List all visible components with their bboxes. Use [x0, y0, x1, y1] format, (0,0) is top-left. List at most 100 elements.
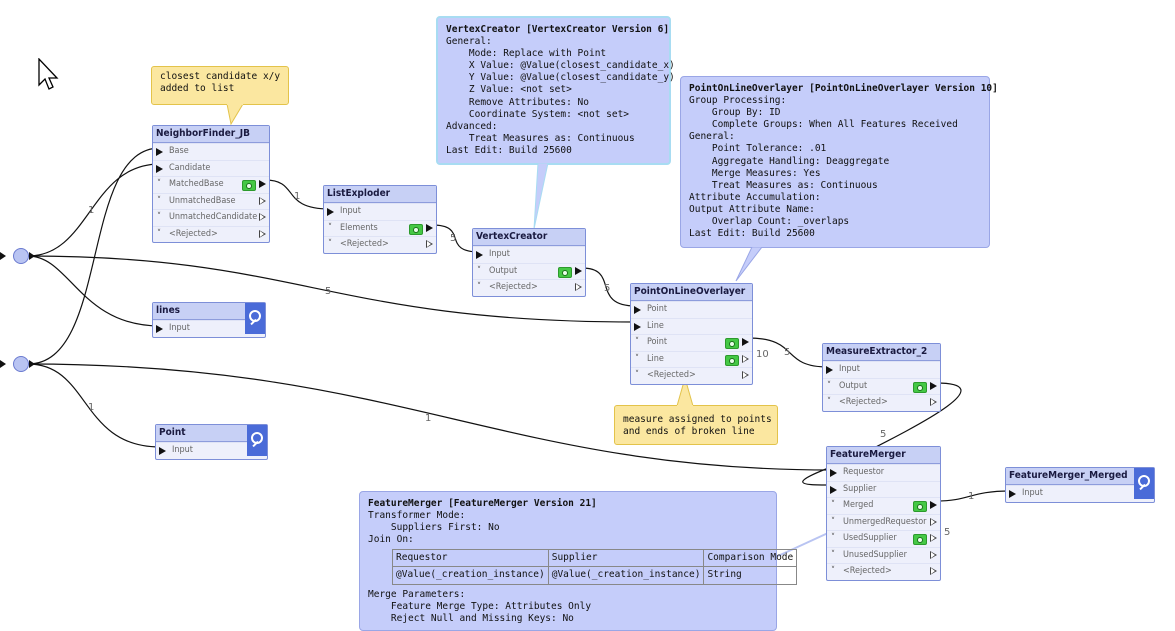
output-port-rejected[interactable]: ˅<Rejected> [153, 225, 269, 243]
input-port-line[interactable]: Line [631, 317, 752, 335]
input-port-input[interactable]: Input [324, 203, 436, 220]
output-arrow-icon[interactable] [930, 534, 937, 542]
output-arrow-icon[interactable] [930, 517, 937, 526]
transformer-measureextractor[interactable]: MeasureExtractor_2 Input ˅Output ˅<Rejec… [822, 343, 941, 412]
annotation-closest-candidate[interactable]: closest candidate x/y added to list [151, 66, 289, 105]
input-port-input[interactable]: Input [823, 361, 940, 378]
port-label: Input [340, 206, 361, 216]
arrow-icon [29, 360, 35, 368]
wire-junction2-requestor[interactable] [27, 363, 833, 471]
input-port-input[interactable]: Input [156, 442, 267, 459]
transformer-vertexcreator[interactable]: VertexCreator Input ˅Output ˅<Rejected> [472, 228, 586, 297]
output-port-unmatchedbase[interactable]: ˅UnmatchedBase [153, 192, 269, 210]
input-port-input[interactable]: Input [473, 246, 585, 263]
input-port-input[interactable]: Input [1006, 485, 1154, 502]
input-arrow-icon [634, 322, 641, 331]
input-port-input[interactable]: Input [153, 320, 265, 337]
output-port-rejected[interactable]: ˅<Rejected> [823, 394, 940, 411]
eye-icon[interactable] [725, 338, 739, 349]
output-port-output[interactable]: ˅Output [473, 262, 585, 280]
transformer-pointonlineoverlayer[interactable]: PointOnLineOverlayer Point Line ˅Point ˅… [630, 283, 753, 385]
wire-junction1-pointonline-line[interactable] [27, 255, 637, 323]
chevron-down-icon: ˅ [831, 516, 836, 527]
input-port-supplier[interactable]: Supplier [827, 480, 940, 498]
output-arrow-icon[interactable] [930, 567, 937, 575]
output-arrow-icon[interactable] [930, 381, 937, 390]
output-arrow-icon[interactable] [259, 196, 266, 205]
output-port-unusedsupplier[interactable]: ˅UnusedSupplier [827, 546, 940, 564]
eye-icon[interactable] [913, 381, 927, 393]
wire-junction2-base[interactable] [27, 147, 161, 365]
eye-icon[interactable] [913, 501, 927, 512]
output-port-rejected[interactable]: ˅<Rejected> [827, 563, 940, 580]
note-pointonline-params[interactable]: PointOnLineOverlayer [PointOnLineOverlay… [680, 76, 998, 248]
output-port-elements[interactable]: ˅Elements [324, 219, 436, 237]
output-arrow-icon[interactable] [575, 266, 582, 275]
output-port-output[interactable]: ˅Output [823, 377, 940, 395]
eye-icon[interactable] [558, 266, 572, 278]
output-port-merged[interactable]: ˅Merged [827, 497, 940, 514]
output-port-rejected[interactable]: ˅<Rejected> [473, 279, 585, 296]
output-arrow-icon[interactable] [426, 223, 433, 232]
output-port-point[interactable]: ˅Point [631, 334, 752, 351]
input-port-point[interactable]: Point [631, 301, 752, 318]
feature-junction[interactable] [13, 356, 29, 372]
magnifier-icon[interactable] [1134, 468, 1154, 499]
wire-point-measureextractor[interactable] [747, 337, 829, 368]
note-pointer [735, 247, 763, 282]
output-arrow-icon[interactable] [742, 354, 749, 363]
arrow-icon [0, 252, 6, 260]
wire-merged-inspector[interactable] [935, 490, 1011, 502]
wire-label: 5 [604, 283, 611, 294]
eye-icon[interactable] [409, 223, 423, 235]
output-port-line[interactable]: ˅Line [631, 350, 752, 368]
eye-icon[interactable] [913, 534, 927, 545]
output-port-rejected[interactable]: ˅<Rejected> [631, 367, 752, 384]
port-label: UnmatchedBase [169, 195, 236, 206]
output-port-matchedbase[interactable]: ˅MatchedBase [153, 176, 269, 193]
wire-junction2-point[interactable] [27, 363, 161, 448]
note-featuremerger-params[interactable]: FeatureMerger [FeatureMerger Version 21]… [359, 491, 798, 631]
wire-junction1-candidate[interactable] [27, 163, 161, 257]
eye-icon[interactable] [242, 180, 256, 191]
output-arrow-icon[interactable] [575, 283, 582, 291]
chevron-down-icon: ˅ [157, 228, 162, 239]
feature-junction[interactable] [13, 248, 29, 264]
note-vertexcreator-params[interactable]: VertexCreator [VertexCreator Version 6] … [436, 16, 675, 165]
magnifier-icon[interactable] [247, 425, 267, 456]
transformer-listexploder[interactable]: ListExploder Input ˅Elements ˅<Rejected> [323, 185, 437, 254]
magnifier-icon[interactable] [245, 303, 265, 334]
output-arrow-icon[interactable] [259, 229, 266, 238]
input-port-base[interactable]: Base [153, 143, 269, 160]
wire-junction1-lines[interactable] [27, 255, 161, 327]
output-arrow-icon[interactable] [259, 180, 266, 188]
output-arrow-icon[interactable] [930, 398, 937, 406]
inspector-point[interactable]: Point Input [155, 424, 268, 460]
output-arrow-icon[interactable] [930, 550, 937, 559]
wire-matched-listexploder[interactable] [264, 179, 331, 210]
output-port-unmergedrequestor[interactable]: ˅UnmergedRequestor [827, 513, 940, 531]
output-arrow-icon[interactable] [742, 371, 749, 379]
inspector-lines[interactable]: lines Input [152, 302, 266, 338]
transformer-neighborfinder[interactable]: NeighborFinder_JB Base Candidate ˅Matche… [152, 125, 270, 243]
eye-icon[interactable] [725, 354, 739, 366]
output-port-unmatchedcandidate[interactable]: ˅UnmatchedCandidate [153, 209, 269, 226]
output-arrow-icon[interactable] [426, 240, 433, 248]
wire-output-pointonline[interactable] [581, 267, 637, 307]
output-arrow-icon[interactable] [930, 501, 937, 509]
input-arrow-icon [826, 366, 833, 374]
port-label: <Rejected> [340, 239, 389, 249]
input-port-candidate[interactable]: Candidate [153, 159, 269, 177]
output-arrow-icon[interactable] [742, 338, 749, 346]
note-heading: PointOnLineOverlayer [PointOnLineOverlay… [689, 83, 998, 94]
output-arrow-icon[interactable] [259, 213, 266, 221]
input-arrow-icon [830, 469, 837, 477]
transformer-featuremerger[interactable]: FeatureMerger Requestor Supplier ˅Merged… [826, 446, 941, 581]
output-port-usedsupplier[interactable]: ˅UsedSupplier [827, 530, 940, 547]
wire-elements-vertexcreator[interactable] [431, 224, 481, 253]
note-heading: FeatureMerger [FeatureMerger Version 21] [368, 498, 597, 509]
inspector-featuremerger-merged[interactable]: FeatureMerger_Merged Input [1005, 467, 1155, 503]
input-port-requestor[interactable]: Requestor [827, 464, 940, 481]
annotation-measure[interactable]: measure assigned to points and ends of b… [614, 405, 778, 445]
output-port-rejected[interactable]: ˅<Rejected> [324, 236, 436, 253]
